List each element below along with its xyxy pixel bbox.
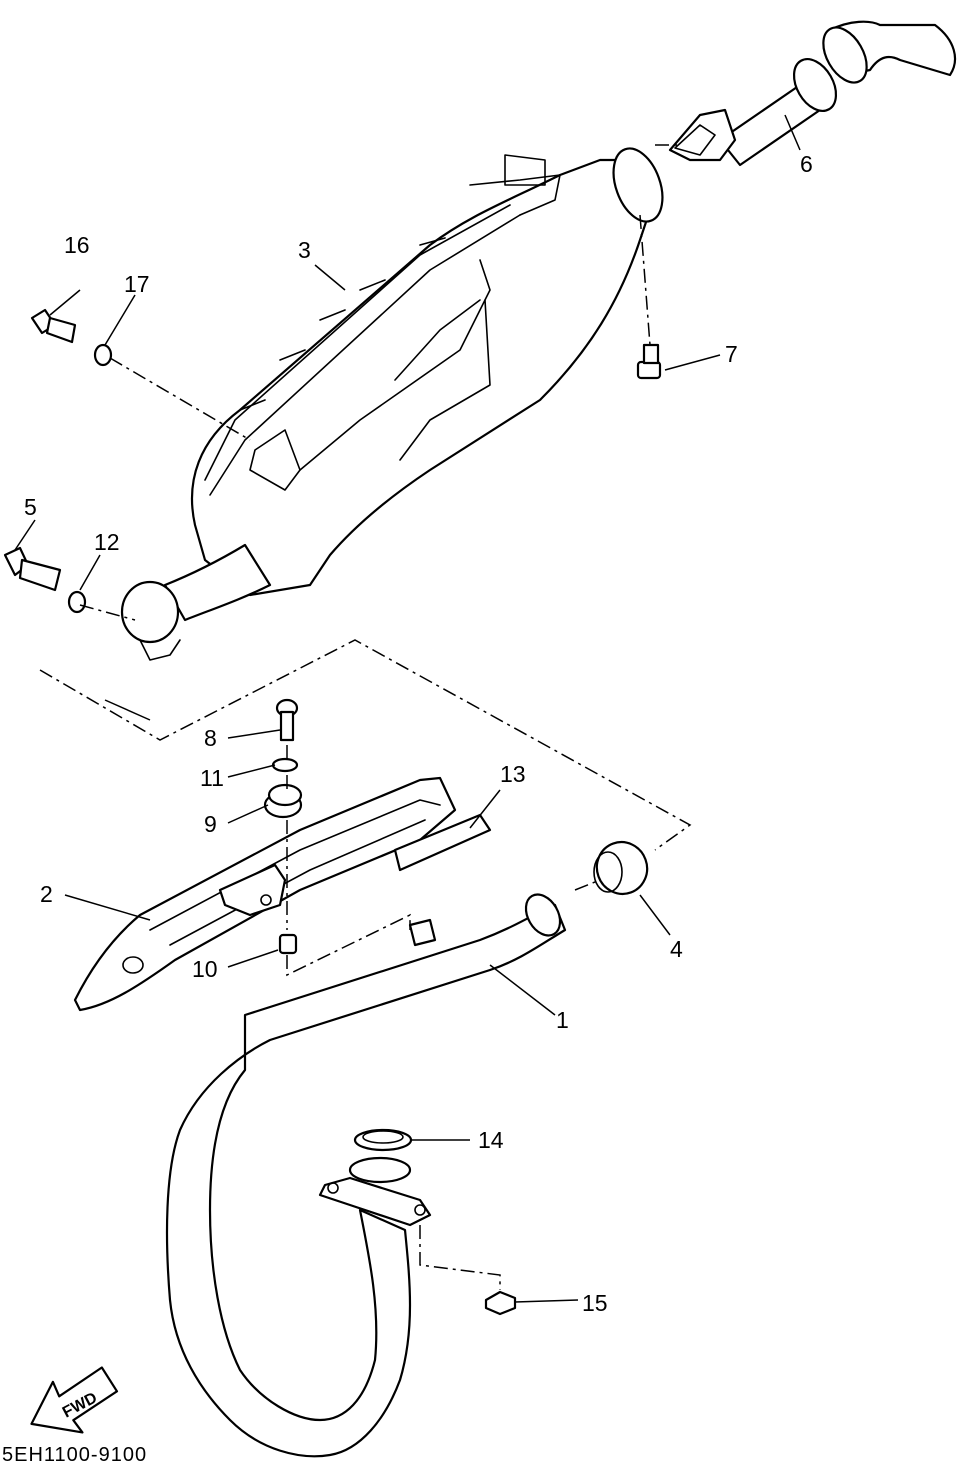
callout-11: 11 [200, 765, 224, 791]
tail-pipe-part-6[interactable] [668, 20, 957, 167]
callout-3: 3 [298, 237, 311, 263]
callout-labels: 1 2 3 4 5 6 7 8 9 10 11 12 13 14 15 16 1… [24, 151, 813, 1316]
callout-6: 6 [800, 151, 813, 177]
callout-15: 15 [582, 1290, 608, 1316]
bolt-part-5[interactable] [3, 546, 62, 592]
collar-part-10[interactable] [278, 933, 298, 955]
damper-part-9[interactable] [263, 783, 303, 819]
callout-2: 2 [40, 881, 53, 907]
callout-5: 5 [24, 494, 37, 520]
callout-9: 9 [204, 811, 217, 837]
callout-7: 7 [725, 341, 738, 367]
callout-1: 1 [556, 1007, 569, 1033]
drawing-code: 5EH1100-9100 [2, 1444, 147, 1466]
callout-13: 13 [500, 761, 526, 787]
callout-14: 14 [478, 1127, 504, 1153]
muffler-part-3[interactable] [120, 142, 672, 661]
callout-8: 8 [204, 725, 217, 751]
washer-part-11[interactable] [271, 757, 299, 773]
leader-lines [14, 114, 801, 1303]
callout-10: 10 [192, 956, 218, 982]
exhaust-pipe-part-1[interactable] [165, 888, 567, 1458]
nut-part-15[interactable] [484, 1290, 517, 1316]
callout-17: 17 [124, 271, 150, 297]
gasket-part-14[interactable] [353, 1128, 413, 1152]
callout-12: 12 [94, 529, 120, 555]
bolt-part-16[interactable] [30, 308, 77, 344]
callout-4: 4 [670, 936, 683, 962]
bolt-part-8[interactable] [275, 698, 299, 742]
washer-part-17[interactable] [93, 343, 113, 367]
gasket-part-4[interactable] [590, 835, 655, 901]
callout-16: 16 [64, 232, 90, 258]
forward-direction-arrow: FWD [30, 1366, 119, 1434]
bolt-part-7[interactable] [636, 343, 662, 380]
washer-part-12[interactable] [67, 590, 87, 614]
heat-shield-part-2[interactable] [73, 776, 492, 1012]
